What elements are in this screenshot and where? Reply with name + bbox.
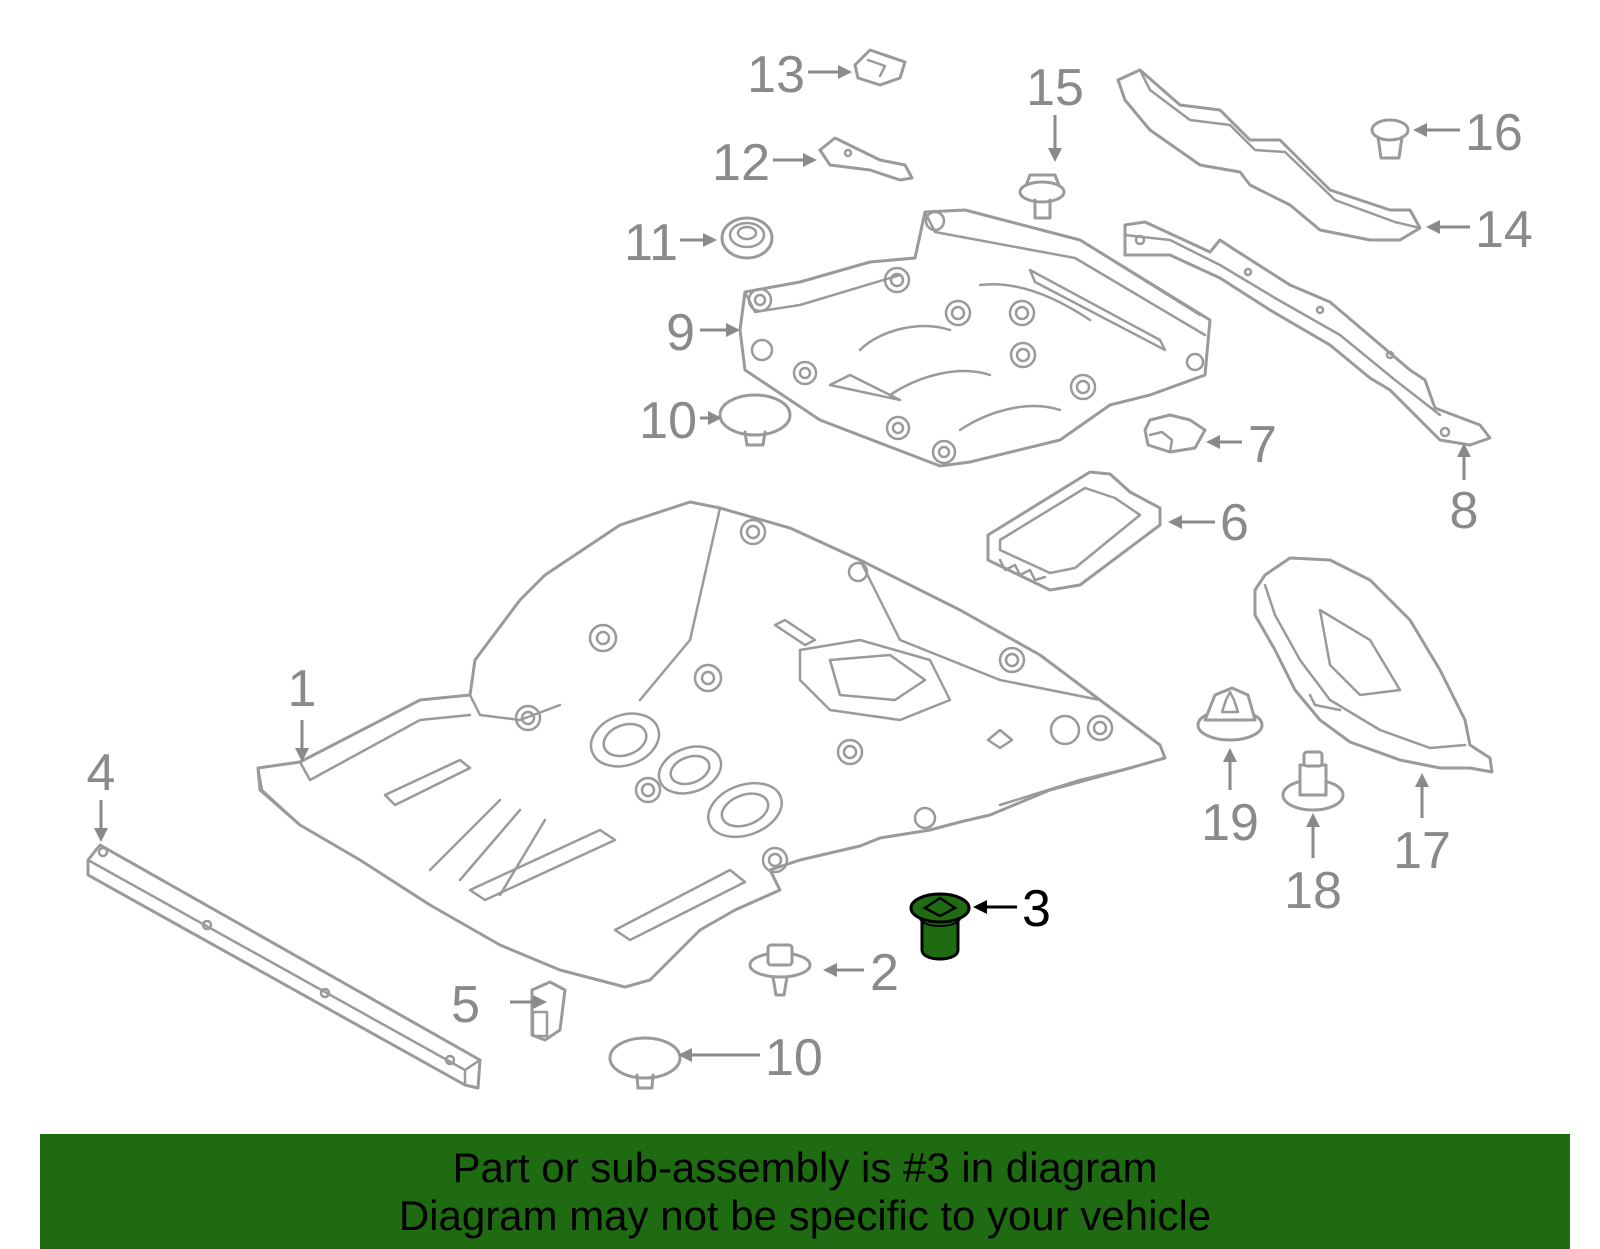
callout-10-lower: 10 (765, 1029, 823, 1087)
part-2-push-clip[interactable] (748, 943, 812, 997)
callout-16: 16 (1465, 104, 1523, 162)
callout-3: 3 (1022, 880, 1051, 938)
callout-7: 7 (1248, 416, 1277, 474)
callout-1: 1 (288, 660, 317, 718)
callout-4: 4 (87, 744, 116, 802)
part-6-cover-plate[interactable] (986, 470, 1162, 592)
callout-14: 14 (1475, 201, 1533, 259)
part-5-bracket[interactable] (530, 980, 567, 1042)
part-3-highlighted-clip[interactable] (909, 892, 971, 961)
callout-13: 13 (747, 46, 805, 104)
callout-15: 15 (1026, 59, 1084, 117)
leader-arrows (94, 65, 1471, 1062)
callout-19: 19 (1201, 794, 1259, 852)
part-7-cap[interactable] (1143, 413, 1207, 454)
info-banner: Part or sub-assembly is #3 in diagram Di… (40, 1134, 1570, 1249)
part-11-grommet[interactable] (720, 216, 774, 260)
part-1-underbody-shield[interactable] (256, 500, 1167, 989)
part-15-bolt[interactable] (1018, 173, 1066, 220)
part-18-stud[interactable] (1281, 750, 1345, 812)
callout-8: 8 (1450, 482, 1479, 540)
callout-9: 9 (666, 304, 695, 362)
callout-11: 11 (624, 214, 678, 272)
part-8-lower-rail[interactable] (1123, 220, 1492, 447)
callout-6: 6 (1220, 494, 1249, 552)
part-4-front-bar[interactable] (86, 843, 482, 1090)
part-12-bracket[interactable] (818, 136, 914, 182)
part-17-side-shield[interactable] (1253, 556, 1494, 774)
callout-17: 17 (1393, 822, 1451, 880)
callout-numbers: 1 2 3 4 5 6 7 8 9 10 10 11 12 13 14 15 1… (87, 46, 1533, 1087)
part-10-trim-clip-lower[interactable] (608, 1036, 682, 1090)
callout-18: 18 (1284, 862, 1342, 920)
part-9-engine-shield[interactable] (738, 208, 1212, 468)
part-13-clip-nut[interactable] (853, 48, 907, 87)
callout-2: 2 (870, 944, 899, 1002)
part-16-clip[interactable] (1370, 118, 1410, 160)
banner-line-part: Part or sub-assembly is #3 in diagram (452, 1143, 1158, 1191)
part-19-retainer[interactable] (1196, 686, 1264, 742)
callout-10-upper: 10 (639, 392, 697, 450)
part-10-trim-clip-upper[interactable] (718, 393, 792, 447)
part-14-reinforcement[interactable] (1116, 68, 1422, 242)
callout-12: 12 (712, 134, 770, 192)
callout-5: 5 (451, 976, 480, 1034)
banner-line-disclaimer: Diagram may not be specific to your vehi… (398, 1191, 1212, 1239)
